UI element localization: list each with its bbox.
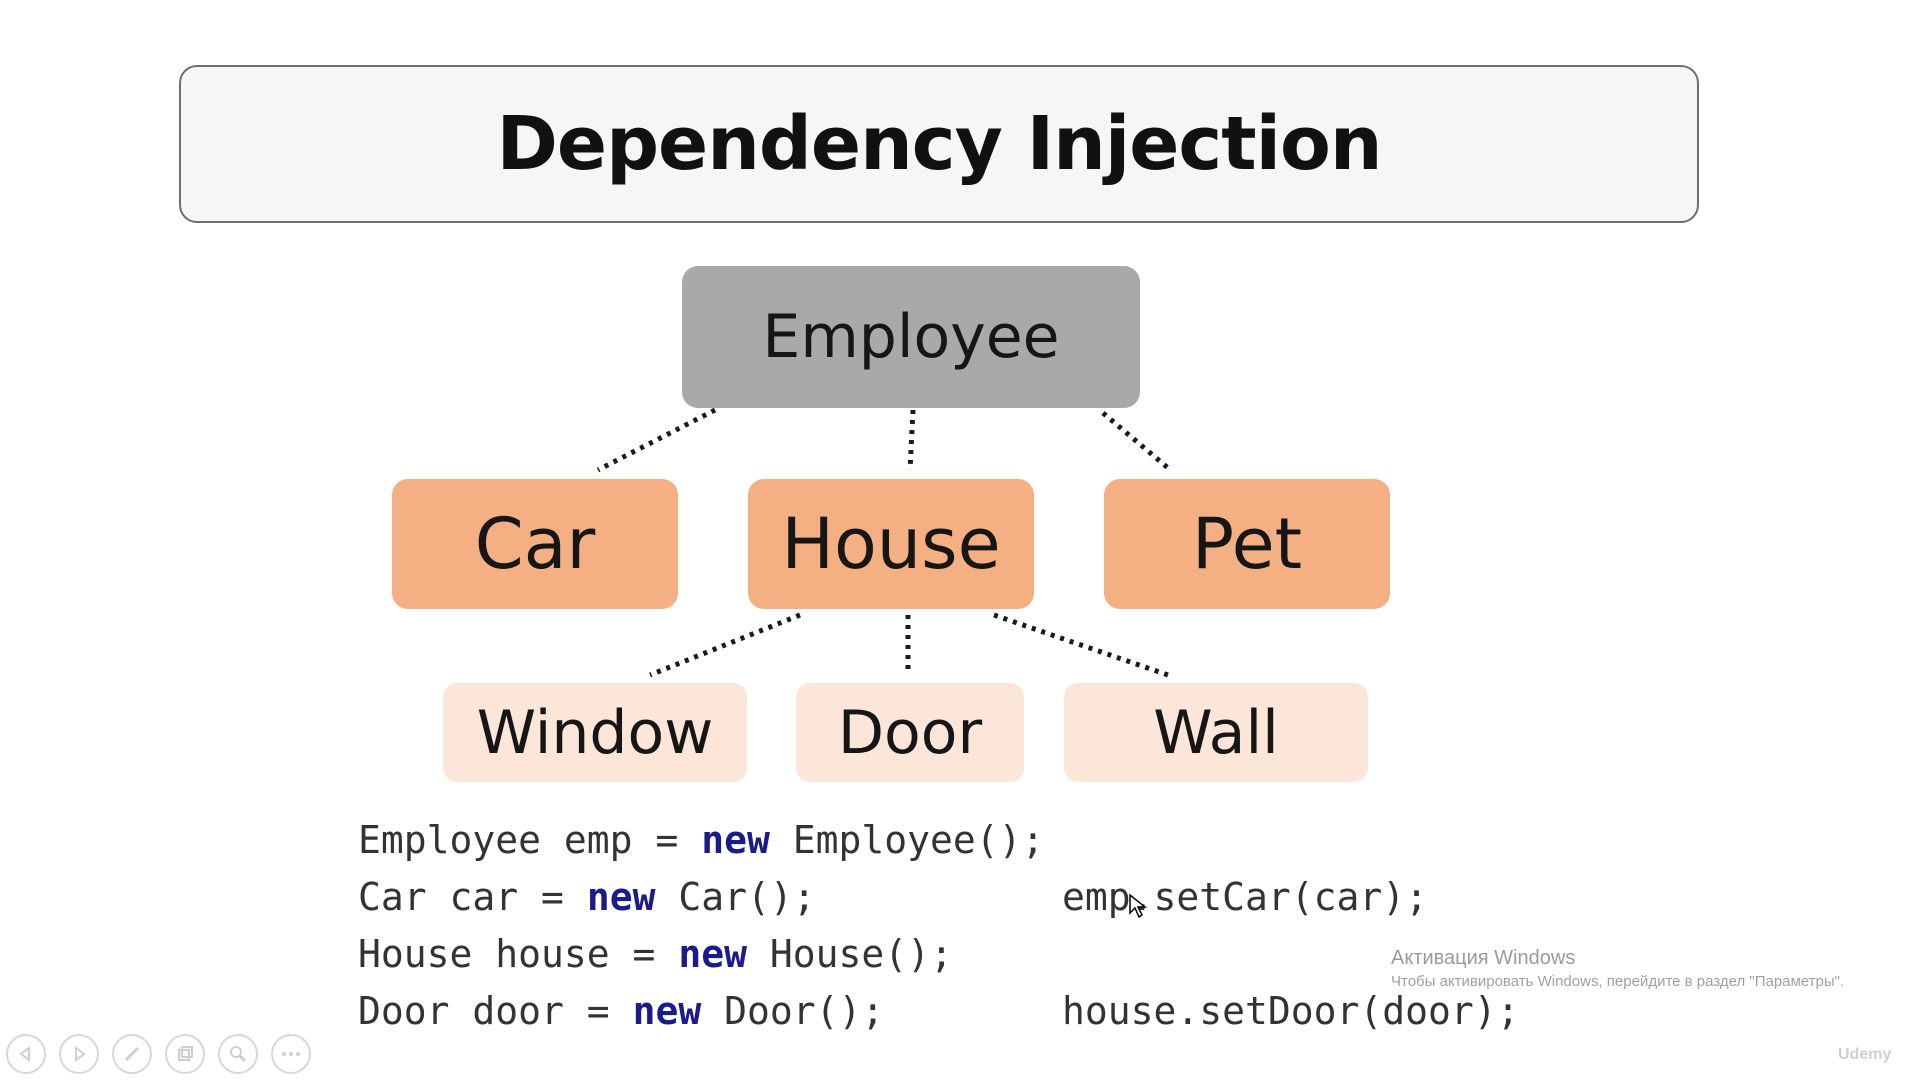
connector-employee-car <box>596 407 717 473</box>
more-icon[interactable] <box>271 1034 311 1074</box>
code-keyword: new <box>678 932 747 976</box>
windows-activation-title: Активация Windows <box>1391 947 1576 969</box>
node-window-label: Window <box>476 697 714 768</box>
code-var: door <box>472 989 564 1033</box>
code-line-3: House house = new House(); <box>358 932 953 976</box>
slide-title: Dependency Injection <box>496 101 1382 187</box>
code-ctor: Door(); <box>724 989 885 1033</box>
code-call-set-car: emp.setCar(car); <box>1062 875 1429 919</box>
code-type: House <box>358 932 473 976</box>
code-type: Door <box>358 989 450 1033</box>
udemy-logo: Udemy <box>1838 1046 1892 1063</box>
node-employee-label: Employee <box>762 302 1060 372</box>
connector-house-window <box>649 612 801 678</box>
code-keyword: new <box>701 818 770 862</box>
code-var: car <box>449 875 519 919</box>
code-ctor: Employee(); <box>792 818 1045 862</box>
next-icon[interactable] <box>59 1034 99 1074</box>
node-wall-label: Wall <box>1153 697 1279 768</box>
code-type: Employee <box>358 818 542 862</box>
code-var: emp <box>563 818 633 862</box>
code-line-4: Door door = new Door(); <box>358 989 885 1033</box>
node-pet: Pet <box>1104 479 1390 609</box>
node-house-label: House <box>781 503 1001 585</box>
zoom-icon[interactable] <box>218 1034 258 1074</box>
code-ctor: House(); <box>769 932 953 976</box>
code-line-2: Car car = new Car(); <box>358 875 816 919</box>
node-employee: Employee <box>682 266 1140 408</box>
player-toolbar <box>6 1034 311 1074</box>
code-ctor: Car(); <box>678 875 816 919</box>
code-call-set-door: house.setDoor(door); <box>1062 989 1520 1033</box>
code-keyword: new <box>586 875 656 919</box>
mouse-cursor-icon <box>1129 893 1148 919</box>
node-house: House <box>748 479 1034 609</box>
prev-icon[interactable] <box>6 1034 46 1074</box>
code-type: Car <box>358 875 427 919</box>
windows-activation-subtitle: Чтобы активировать Windows, перейдите в … <box>1391 973 1845 990</box>
node-wall: Wall <box>1064 683 1368 782</box>
connector-employee-house <box>907 409 916 471</box>
node-pet-label: Pet <box>1191 503 1303 585</box>
node-door-label: Door <box>837 697 983 768</box>
connector-employee-pet <box>1101 411 1170 470</box>
code-keyword: new <box>632 989 702 1033</box>
code-line-1: Employee emp = new Employee(); <box>358 818 1045 862</box>
node-car: Car <box>392 479 678 609</box>
code-var: house <box>495 932 610 976</box>
node-car-label: Car <box>474 503 596 585</box>
node-door: Door <box>796 683 1024 782</box>
node-window: Window <box>443 683 747 782</box>
connector-house-wall <box>993 612 1169 678</box>
slide-title-box: Dependency Injection <box>179 65 1699 223</box>
slides-icon[interactable] <box>165 1034 205 1074</box>
pen-icon[interactable] <box>112 1034 152 1074</box>
